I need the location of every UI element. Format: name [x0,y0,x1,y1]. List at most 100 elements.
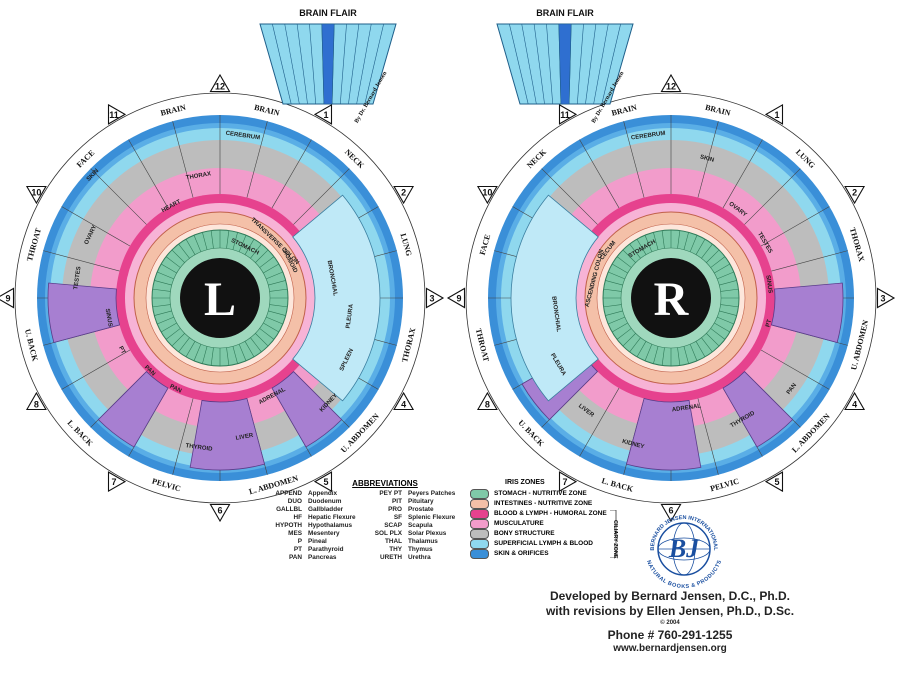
stomach-tick [232,346,238,364]
stomach-tick [269,288,288,292]
hour-marker: 10 [25,185,47,205]
organ-label: CEREBRUM [631,131,666,142]
stomach-tick [202,346,208,364]
stomach-tick [695,238,706,255]
hour-marker: 3 [425,287,445,309]
stomach-tick [165,256,181,268]
stomach-tick [720,304,739,308]
zone-divider [541,168,598,225]
abbreviation-code: P [297,538,302,545]
iris-letter: L [204,273,236,326]
stomach-tick [605,280,623,286]
hour-marker: 6 [209,503,231,523]
hour-number: 9 [456,294,461,304]
stomach-tick [157,316,174,325]
stomach-tick [171,249,185,263]
abbreviation-row: PEY PT Peyers Patches [362,490,478,498]
flair-divider [339,23,347,105]
stomach-tick [653,232,659,250]
hour-triangle [764,471,784,493]
stomach-tick [259,328,275,340]
flair-divider [585,23,597,105]
zone-divider [722,139,763,209]
ciliary-zone-bracket [610,510,617,558]
hour-marker: 4 [844,391,866,411]
flair-divider [356,23,372,105]
flair-title: BRAIN FLAIR [299,8,357,18]
hour-marker: 2 [844,185,866,205]
stomach-tick [185,238,196,255]
flair-divider [601,23,621,105]
hour-number: 4 [852,400,857,410]
abbreviation-definition: Duodenum [308,498,342,505]
organ-label: SINUS [104,308,113,327]
hour-triangle [844,391,866,411]
hour-triangle [25,185,47,205]
abbreviation-code: PIT [392,498,402,505]
pupil [180,258,260,338]
stomach-tick [250,243,262,259]
stomach-tick [193,344,202,361]
zone-divider [61,206,131,247]
organ-sector [97,370,169,448]
organ-sector [189,397,266,471]
hour-marker: 7 [558,471,578,493]
stomach-tick [152,288,171,292]
zone-swatch [470,509,489,519]
abbreviation-definition: Mesentery [308,530,340,537]
hour-triangle [107,471,127,493]
credits-revisions: with revisions by Ellen Jensen, Ph.D., D… [545,604,795,618]
stomach-tick [714,322,731,333]
hour-marker: 9 [0,287,15,309]
organ-label: LIVER [235,433,254,442]
hour-number: 1 [774,110,779,120]
stomach-tick [160,322,177,333]
stomach-tick [238,344,247,361]
zone-swatch [470,489,489,499]
organ-label: PLEURA [346,303,355,329]
stomach-tick [689,344,698,361]
organ-label: SKIN [699,154,714,163]
stomach-tick [178,337,190,353]
stomach-tick [611,263,628,274]
organ-sector [770,282,844,344]
abbreviation-definition: Scapula [408,522,433,529]
abbreviation-definition: Hypothalamus [308,522,353,529]
hour-number: 6 [217,506,222,516]
region-label: BRAIN [160,103,187,118]
zone-label: BONY STRUCTURE [494,530,555,537]
flair-title: BRAIN FLAIR [536,8,594,18]
region-label: BRAIN [611,103,638,118]
hour-number: 7 [111,477,116,487]
abbreviation-definition: Pineal [308,538,327,545]
hour-marker: 11 [107,103,127,125]
hour-number: 10 [31,188,41,198]
region-label: PELVIC [151,477,182,494]
stomach-tick [160,263,177,274]
zone-divider [697,121,719,198]
hour-marker: 6 [660,503,682,523]
hour-triangle [209,73,231,93]
stomach-tick [255,333,269,347]
abbreviation-code: DUO [287,498,302,505]
iris-zones-title: IRIS ZONES [505,479,545,486]
region-label: PELVIC [709,477,740,494]
stomach-tick [259,256,275,268]
stomach-tick [171,333,185,347]
abbreviation-code: PEY PT [379,490,402,497]
hour-triangle [107,103,127,125]
hour-number: 9 [5,294,10,304]
abbreviation-definition: Peyers Patches [408,490,456,497]
flair-center-strip [558,23,572,105]
stomach-tick [152,304,171,308]
abbreviation-definition: Parathyroid [308,546,344,553]
stomach-tick [653,346,659,364]
zone-divider [90,168,147,225]
